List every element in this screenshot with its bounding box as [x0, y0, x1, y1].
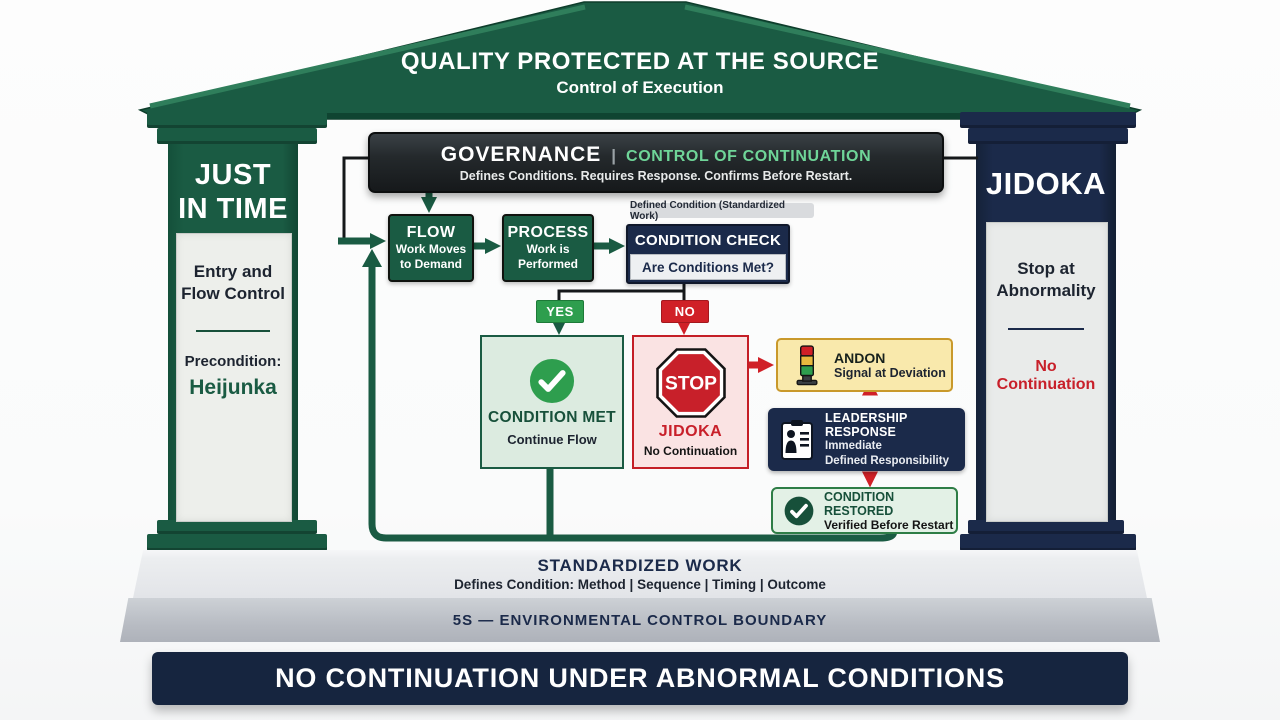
left-pillar-divider [196, 330, 270, 332]
flow-line2: to Demand [399, 257, 462, 271]
stop-jidoka-box: STOP JIDOKA No Continuation [632, 335, 749, 469]
clipboard-person-icon [780, 419, 814, 461]
right-pillar-note: No Continuation [996, 358, 1096, 393]
banner-title: NO CONTINUATION UNDER ABNORMAL CONDITION… [275, 663, 1005, 693]
leadership-line2: Defined Responsibility [825, 454, 949, 467]
check-circle-icon [784, 496, 814, 526]
governance-title: GOVERNANCE [440, 142, 602, 166]
governance-bar: GOVERNANCE | CONTROL OF CONTINUATION Def… [368, 132, 944, 193]
flow-box: FLOW Work Moves to Demand [388, 214, 474, 282]
left-pillar-base-top [157, 520, 317, 534]
condition-met-subtitle: Continue Flow [507, 431, 597, 447]
andon-title: ANDON [834, 350, 886, 366]
five-s-title: 5S — ENVIRONMENTAL CONTROL BOUNDARY [452, 611, 828, 629]
left-pillar-title-line2: IN TIME [178, 193, 288, 225]
governance-divider: | [611, 145, 617, 165]
condition-check-question: Are Conditions Met? [630, 254, 786, 280]
right-pillar-base-bottom [960, 534, 1136, 551]
precondition-label: Precondition: [184, 353, 282, 370]
precondition-value: Heijunka [189, 376, 277, 399]
left-pillar-panel-line1: Entry and [193, 262, 273, 281]
check-circle-icon [529, 358, 575, 404]
left-pillar-title: JUST IN TIME [168, 158, 298, 226]
condition-check-title: CONDITION CHECK [634, 231, 782, 249]
stop-jidoka-subtitle: No Continuation [643, 444, 738, 458]
stop-sign-label: STOP [664, 374, 716, 395]
left-pillar-title-line1: JUST [194, 159, 272, 191]
right-pillar-capital-bottom [968, 128, 1128, 144]
right-pillar-panel-line1: Stop at [1017, 259, 1075, 278]
condition-restored-title: CONDITION RESTORED [824, 489, 895, 518]
left-pillar-capital-top [147, 112, 327, 128]
left-pillar-capital-bottom [157, 128, 317, 144]
governance-subtitle: CONTROL OF CONTINUATION [626, 147, 872, 165]
roof-subtitle: Control of Execution [556, 78, 724, 97]
right-pillar-panel-text: Stop at Abnormality [986, 258, 1106, 302]
condition-met-box: CONDITION MET Continue Flow [480, 335, 624, 469]
right-pillar-base-top [968, 520, 1124, 534]
right-pillar-panel [986, 222, 1108, 522]
standardized-work-title: STANDARDIZED WORK [537, 556, 743, 575]
andon-light-tower-icon [792, 344, 822, 386]
defined-condition-label: Defined Condition (Standardized Work) [630, 200, 814, 222]
condition-restored-subtitle: Verified Before Restart [824, 517, 954, 532]
andon-box: ANDON Signal at Deviation [776, 338, 953, 392]
bottom-banner: NO CONTINUATION UNDER ABNORMAL CONDITION… [152, 652, 1128, 705]
left-pillar-panel [176, 233, 292, 522]
andon-subtitle: Signal at Deviation [834, 366, 946, 380]
process-title: PROCESS [507, 224, 589, 241]
yes-badge: YES [536, 300, 584, 323]
condition-check-box: CONDITION CHECK Are Conditions Met? [626, 224, 790, 284]
left-pillar-panel-text: Entry and Flow Control [176, 261, 290, 305]
five-s-plinth: 5S — ENVIRONMENTAL CONTROL BOUNDARY [120, 598, 1160, 642]
governance-description: Defines Conditions. Requires Response. C… [459, 168, 853, 183]
right-pillar-title: JIDOKA [985, 166, 1107, 201]
process-line1: Work is [526, 242, 570, 256]
roof-title: QUALITY PROTECTED AT THE SOURCE [400, 48, 880, 75]
governance-title-row: GOVERNANCE | CONTROL OF CONTINUATION [441, 143, 872, 167]
condition-met-title: CONDITION MET [488, 408, 616, 426]
leadership-line1: Immediate [825, 439, 882, 452]
process-line2: Performed [517, 257, 579, 271]
process-box: PROCESS Work is Performed [502, 214, 594, 282]
right-pillar-panel-line2: Abnormality [996, 281, 1096, 300]
leadership-response-box: LEADERSHIP RESPONSE Immediate Defined Re… [768, 408, 965, 471]
stop-jidoka-title: JIDOKA [658, 423, 723, 440]
right-pillar-divider [1008, 328, 1084, 330]
leadership-title: LEADERSHIP RESPONSE [825, 410, 908, 439]
standardized-work-plinth: STANDARDIZED WORK Defines Condition: Met… [133, 550, 1147, 598]
flow-line1: Work Moves [395, 242, 467, 256]
condition-restored-box: CONDITION RESTORED Verified Before Resta… [771, 487, 958, 534]
standardized-work-subtitle: Defines Condition: Method | Sequence | T… [454, 577, 826, 592]
left-pillar-base-bottom [147, 534, 327, 551]
stop-sign-icon: STOP [654, 346, 728, 420]
no-badge: NO [661, 300, 709, 323]
left-pillar-panel-line2: Flow Control [181, 284, 285, 303]
right-pillar-capital-top [960, 112, 1136, 128]
flow-title: FLOW [406, 224, 456, 241]
